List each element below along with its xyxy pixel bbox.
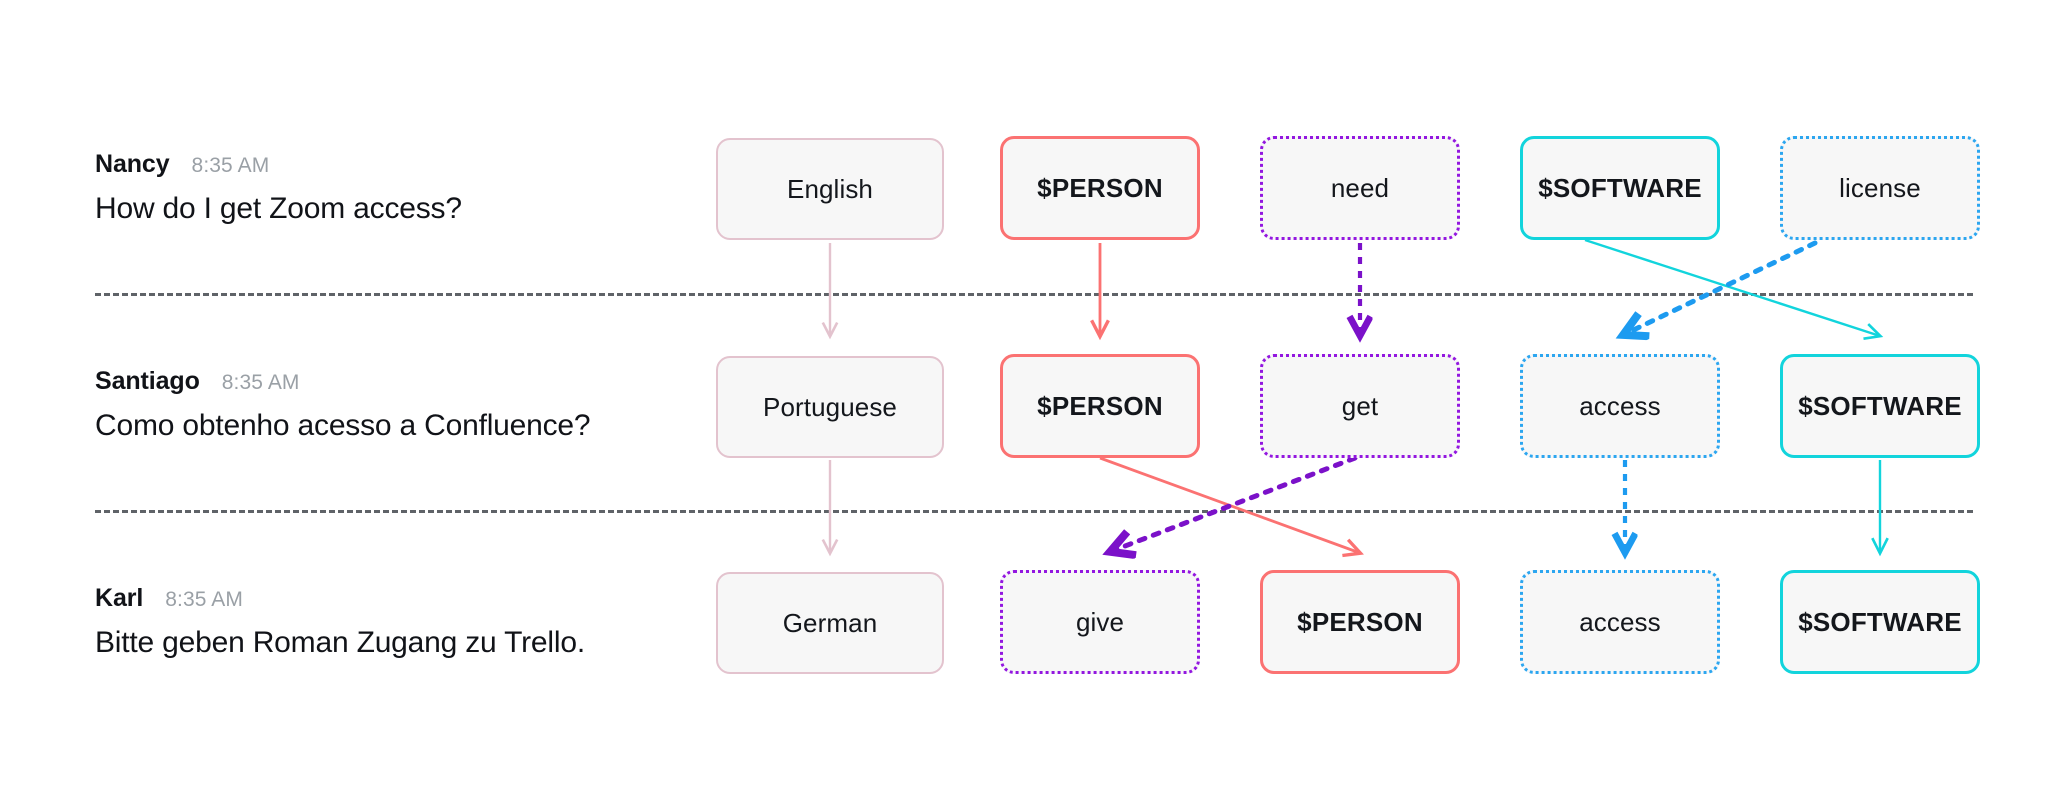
node-person-row3[interactable]: $PERSON	[1260, 570, 1460, 674]
node-label: need	[1330, 172, 1390, 203]
node-language-row1[interactable]: English	[716, 138, 944, 240]
edge-software-software-12	[1584, 238, 1884, 341]
node-label: access	[1579, 606, 1661, 637]
node-label: English	[787, 173, 873, 204]
node-object-row2[interactable]: access	[1520, 354, 1720, 458]
message-row-1: Nancy 8:35 AM How do I get Zoom access?	[95, 150, 462, 226]
message-text: How do I get Zoom access?	[95, 192, 462, 225]
edge-license-access	[1625, 240, 1818, 334]
message-header: Nancy 8:35 AM	[95, 150, 462, 179]
node-software-row2[interactable]: $SOFTWARE	[1780, 354, 1980, 458]
node-software-row3[interactable]: $SOFTWARE	[1780, 570, 1980, 674]
node-language-row2[interactable]: Portuguese	[716, 356, 944, 458]
message-row-3: Karl 8:35 AM Bitte geben Roman Zugang zu…	[95, 584, 585, 660]
message-row-2: Santiago 8:35 AM Como obtenho acesso a C…	[95, 367, 591, 443]
message-text: Bitte geben Roman Zugang zu Trello.	[95, 626, 585, 659]
node-verb-row2[interactable]: get	[1260, 354, 1460, 458]
node-label: $SOFTWARE	[1798, 606, 1962, 637]
node-object-row3[interactable]: access	[1520, 570, 1720, 674]
node-verb-row1[interactable]: need	[1260, 136, 1460, 240]
node-label: Portuguese	[763, 391, 897, 422]
message-header: Santiago 8:35 AM	[95, 367, 590, 396]
edge-person-person-23	[1099, 456, 1364, 558]
node-label: $SOFTWARE	[1538, 172, 1702, 203]
node-person-row2[interactable]: $PERSON	[1000, 354, 1200, 458]
node-verb-row3[interactable]: give	[1000, 570, 1200, 674]
node-software-row1[interactable]: $SOFTWARE	[1520, 136, 1720, 240]
node-label: $SOFTWARE	[1798, 390, 1962, 421]
message-timestamp: 8:35 AM	[191, 154, 270, 177]
message-author: Santiago	[95, 367, 200, 395]
node-label: $PERSON	[1297, 606, 1423, 637]
row-separator-2	[95, 510, 1973, 513]
message-header: Karl 8:35 AM	[95, 584, 585, 613]
message-timestamp: 8:35 AM	[165, 588, 243, 611]
node-label: $PERSON	[1037, 390, 1163, 421]
message-author: Karl	[95, 584, 144, 612]
node-object-row1[interactable]: license	[1780, 136, 1980, 240]
message-text: Como obtenho acesso a Confluence?	[95, 409, 591, 442]
node-label: license	[1839, 172, 1921, 203]
node-label: $PERSON	[1037, 172, 1163, 203]
node-label: access	[1579, 390, 1661, 421]
node-label: get	[1341, 390, 1379, 421]
message-timestamp: 8:35 AM	[221, 371, 300, 394]
edge-get-give	[1112, 455, 1358, 551]
node-person-row1[interactable]: $PERSON	[1000, 136, 1200, 240]
node-language-row3[interactable]: German	[716, 572, 944, 674]
node-label: German	[782, 607, 878, 638]
node-label: give	[1075, 606, 1125, 637]
row-separator-1	[95, 293, 1973, 296]
message-author: Nancy	[95, 150, 170, 178]
